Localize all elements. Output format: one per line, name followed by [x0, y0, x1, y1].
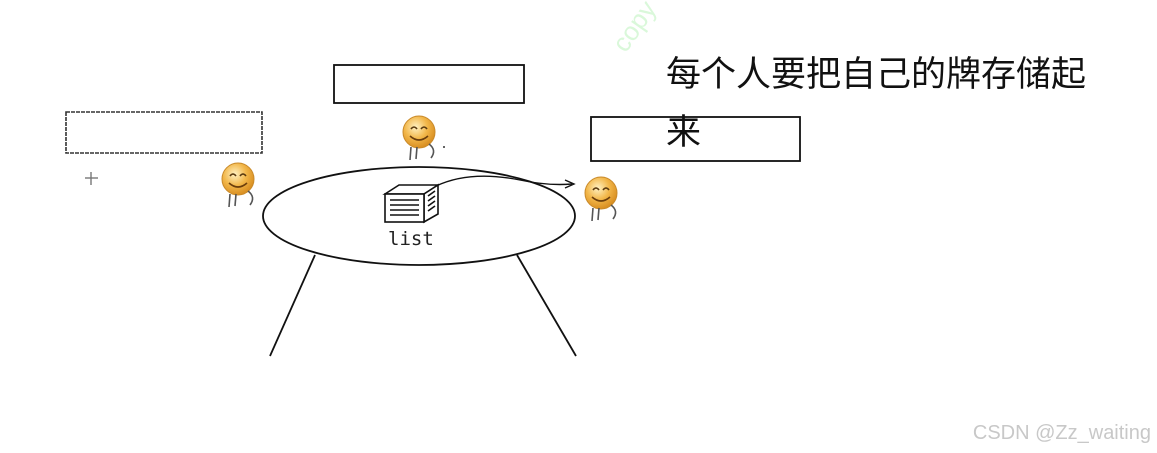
caption-text: 每个人要把自己的牌存储起来 — [666, 55, 1087, 153]
table-leg-left — [269, 254, 316, 357]
list-stack-icon — [382, 183, 441, 224]
table-top — [262, 166, 576, 266]
csdn-watermark: CSDN @Zz_waiting — [972, 422, 1151, 444]
dot-mark — [443, 146, 445, 148]
arrow-head — [564, 179, 576, 189]
card-slot-left — [65, 111, 263, 154]
hand-out-arrow — [435, 175, 573, 187]
card-slot-right — [590, 116, 801, 162]
crosshair-icon — [85, 172, 98, 185]
card-slot-top — [333, 64, 525, 104]
smiley-player-icon — [402, 115, 436, 161]
smiley-player-icon — [221, 162, 255, 208]
table-leg-right — [516, 254, 577, 357]
list-label: list — [388, 228, 434, 250]
smiley-player-icon — [584, 176, 618, 222]
